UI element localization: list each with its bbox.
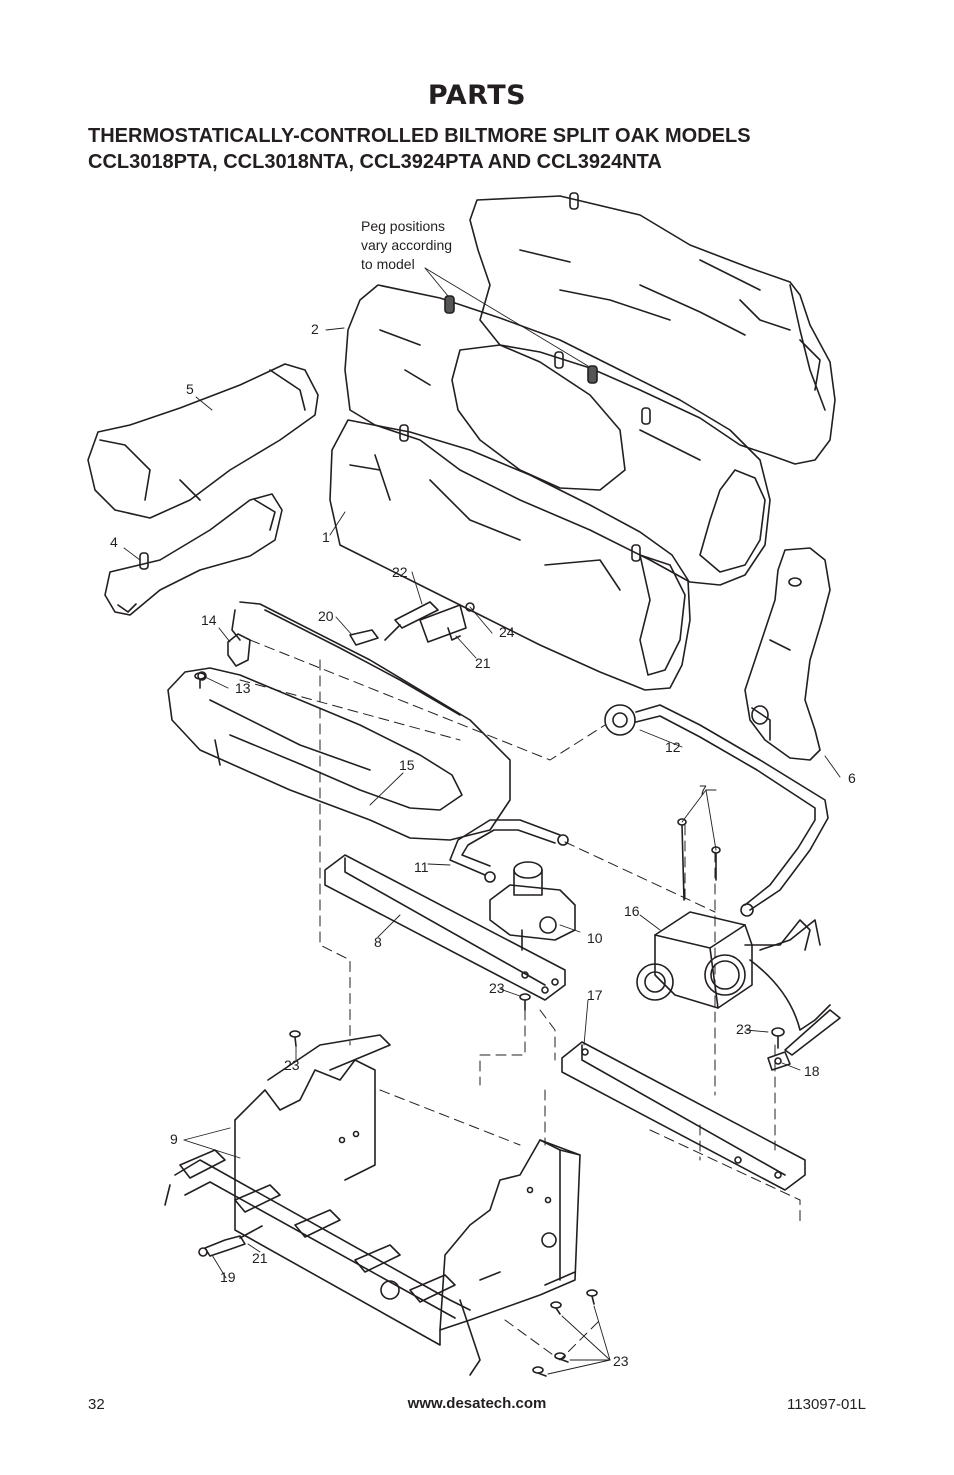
gas-control-valve	[636, 911, 841, 1056]
rear-bracket-bar	[561, 1041, 806, 1191]
peg-note-line3: to model	[361, 256, 415, 272]
callout-6: 6	[848, 770, 856, 786]
callout-23-base-front: 23	[613, 1353, 629, 1369]
pilot-supply-tube	[449, 819, 569, 883]
document-number: 113097-01L	[787, 1396, 866, 1413]
valve-screws	[677, 818, 721, 901]
page-number: 32	[88, 1396, 105, 1413]
callout-14: 14	[201, 612, 217, 628]
callout-13: 13	[235, 680, 251, 696]
valve-clip	[767, 1051, 791, 1071]
piezo-igniter-electrode	[198, 1225, 263, 1257]
callout-19: 19	[220, 1269, 236, 1285]
callout-15: 15	[399, 757, 415, 773]
log-grate-base	[164, 1034, 581, 1376]
bar-screw	[519, 993, 531, 1011]
callout-labels: Peg positions vary according to model 1 …	[110, 218, 856, 1369]
callout-24: 24	[499, 624, 515, 640]
website-link[interactable]: www.desatech.com	[407, 1395, 547, 1412]
callout-11: 11	[414, 859, 429, 875]
right-branch-log	[744, 547, 831, 761]
grate-screws	[289, 1030, 598, 1377]
peg-note-line2: vary according	[361, 237, 452, 253]
callout-21-igniter: 21	[252, 1250, 268, 1266]
burner-shield-bracket	[227, 633, 251, 667]
page-title: PARTS	[427, 80, 527, 111]
callout-leader-lines	[123, 267, 841, 1375]
callout-7: 7	[699, 782, 707, 798]
callout-10: 10	[587, 930, 603, 946]
callout-12: 12	[665, 739, 681, 755]
callout-16: 16	[624, 903, 640, 919]
callout-2: 2	[311, 321, 319, 337]
section-subtitle-model-numbers: CCL3018PTA, CCL3018NTA, CCL3924PTA AND C…	[88, 151, 662, 173]
front-log	[329, 419, 691, 691]
gas-supply-tube	[604, 704, 829, 917]
callout-4: 4	[110, 534, 118, 550]
burner-screw	[194, 672, 206, 689]
left-lower-small-log	[104, 493, 283, 616]
callout-1: 1	[322, 529, 330, 545]
callout-8: 8	[374, 934, 382, 950]
middle-large-log	[344, 284, 771, 586]
assembly-guide-lines	[239, 639, 801, 1361]
callout-5: 5	[186, 381, 194, 397]
callout-23-grate: 23	[284, 1057, 300, 1073]
callout-23-valve: 23	[736, 1021, 752, 1037]
callout-23-bar: 23	[489, 980, 505, 996]
left-upper-small-log	[87, 363, 319, 519]
callout-9: 9	[170, 1131, 178, 1147]
callout-22: 22	[392, 564, 408, 580]
u-burner-tube	[167, 601, 511, 841]
valve-bracket-screw	[771, 1027, 785, 1049]
callout-17: 17	[587, 987, 603, 1003]
section-subtitle-models: THERMOSTATICALLY-CONTROLLED BILTMORE SPL…	[88, 125, 751, 147]
callout-18: 18	[804, 1063, 820, 1079]
mounting-bar	[324, 854, 566, 1001]
rear-top-log	[469, 192, 836, 465]
callout-20: 20	[318, 608, 334, 624]
callout-21-pilot: 21	[475, 655, 491, 671]
pilot-assembly	[349, 601, 475, 646]
peg-note-line1: Peg positions	[361, 218, 445, 234]
